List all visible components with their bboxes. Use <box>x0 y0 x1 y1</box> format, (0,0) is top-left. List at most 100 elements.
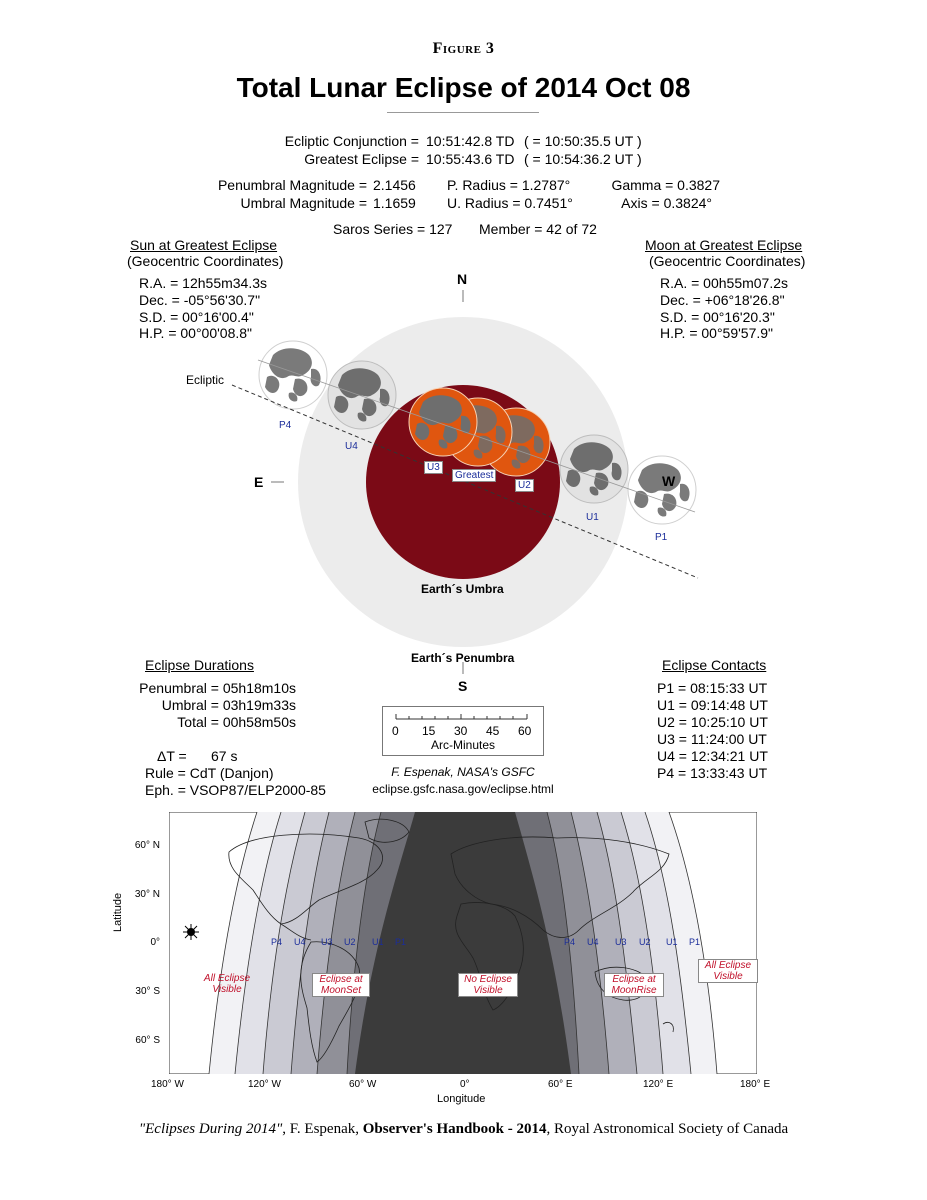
lat-tick-60n: 60° N <box>134 840 160 851</box>
scale-tick-45: 45 <box>486 724 500 738</box>
footer-handbook: Observer's Handbook - 2014 <box>362 1121 547 1137</box>
contact-u1-label: U1 <box>586 512 599 523</box>
moon-u3 <box>408 387 478 457</box>
map-xlabel: Longitude <box>437 1093 486 1105</box>
contact-u3-time: U3 = 11:24:00 UT <box>657 731 767 747</box>
contact-u4-time: U4 = 12:34:21 UT <box>657 748 768 764</box>
contact-u1-time: U1 = 09:14:48 UT <box>657 697 768 713</box>
map-east-p4: P4 <box>564 937 576 947</box>
greatest-ut: ( = 10:54:36.2 UT ) <box>524 151 642 167</box>
duration-umbral: Umbral = 03h19m33s <box>161 697 296 713</box>
penumbral-magnitude-value: 2.1456 <box>373 177 416 193</box>
contact-u2-time: U2 = 10:25:10 UT <box>657 714 768 730</box>
delta-t-value: 67 s <box>211 748 238 764</box>
south-label: S <box>458 678 468 694</box>
lat-tick-30n: 30° N <box>134 889 160 900</box>
footer-author: , F. Espenak, <box>282 1121 363 1137</box>
contact-u3-label: U3 <box>424 461 443 474</box>
conjunction-label: Ecliptic Conjunction = <box>284 133 419 149</box>
map-west-u3: U3 <box>321 937 333 947</box>
west-label: W <box>662 473 676 489</box>
lon-tick-180w: 180° W <box>151 1079 184 1090</box>
scale-label: Arc-Minutes <box>430 738 495 752</box>
sun-heading: Sun at Greatest Eclipse <box>130 237 278 253</box>
contact-u4-label: U4 <box>345 441 358 452</box>
map-west-u1: U1 <box>372 937 384 947</box>
ephemeris-line: Eph. = VSOP87/ELP2000-85 <box>145 782 326 798</box>
duration-total: Total = 00h58m50s <box>177 714 296 730</box>
saros-member: Member = 42 of 72 <box>479 221 597 237</box>
footer-society: , Royal Astronomical Society of Canada <box>546 1121 789 1137</box>
contact-p1-label: P1 <box>655 532 668 543</box>
sun-sd: S.D. = 00°16'00.4" <box>139 309 254 325</box>
sun-ra: R.A. = 12h55m34.3s <box>139 275 268 291</box>
lon-tick-120e: 120° E <box>643 1079 674 1090</box>
gamma: Gamma = 0.3827 <box>611 177 720 193</box>
moon-heading: Moon at Greatest Eclipse <box>645 237 803 253</box>
scale-tick-0: 0 <box>392 724 399 738</box>
sun-hp: H.P. = 00°00'08.8" <box>139 325 253 341</box>
rule-line: Rule = CdT (Danjon) <box>145 765 274 781</box>
umbral-magnitude-value: 1.1659 <box>373 195 416 211</box>
lon-tick-0: 0° <box>460 1079 470 1090</box>
greatest-td: 10:55:43.6 TD <box>426 151 515 167</box>
moon-u1 <box>559 434 629 504</box>
contact-u2-label: U2 <box>515 479 534 492</box>
u-radius: U. Radius = 0.7451° <box>447 195 573 211</box>
lat-tick-30s: 30° S <box>135 986 160 997</box>
p-radius: P. Radius = 1.2787° <box>447 177 571 193</box>
visibility-map <box>169 812 757 1074</box>
contact-p1-time: P1 = 08:15:33 UT <box>657 680 768 696</box>
moon-hp: H.P. = 00°59'57.9" <box>660 325 774 341</box>
ecliptic-label: Ecliptic <box>186 373 225 387</box>
contact-p4-label: P4 <box>279 420 292 431</box>
duration-penumbral: Penumbral = 05h18m10s <box>139 680 296 696</box>
map-east-p1: P1 <box>689 937 701 947</box>
penumbral-magnitude-label: Penumbral Magnitude = <box>217 177 367 193</box>
moon-u4 <box>327 360 397 430</box>
scale-tick-15: 15 <box>422 724 436 738</box>
sun-dec: Dec. = -05°56'30.7" <box>139 292 261 308</box>
contacts-heading: Eclipse Contacts <box>662 657 767 673</box>
map-east-u3: U3 <box>615 937 627 947</box>
lat-tick-0: 0° <box>150 937 160 948</box>
lon-tick-180e: 180° E <box>740 1079 771 1090</box>
credit-author: F. Espenak, NASA's GSFC <box>391 765 535 779</box>
moon-sd: S.D. = 00°16'20.3" <box>660 309 775 325</box>
axis: Axis = 0.3824° <box>621 195 712 211</box>
lon-tick-60e: 60° E <box>548 1079 573 1090</box>
page-title: Total Lunar Eclipse of 2014 Oct 08 <box>236 72 691 103</box>
footer-book: "Eclipses During 2014" <box>138 1121 283 1137</box>
east-label: E <box>254 474 264 490</box>
map-east-u4: U4 <box>587 937 599 947</box>
delta-t-label: ΔT = <box>157 748 187 764</box>
north-label: N <box>457 271 468 287</box>
map-west-u2: U2 <box>344 937 356 947</box>
scale-ruler <box>395 714 528 720</box>
map-east-u1: U1 <box>666 937 678 947</box>
saros-series: Saros Series = 127 <box>333 221 453 237</box>
conjunction-td: 10:51:42.8 TD <box>426 133 515 149</box>
eclipse-path-diagram <box>231 290 699 674</box>
map-east-u2: U2 <box>639 937 651 947</box>
umbral-magnitude-label: Umbral Magnitude = <box>240 195 367 211</box>
scale-tick-30: 30 <box>454 724 468 738</box>
title-underline <box>387 112 539 113</box>
moon-p1 <box>627 455 697 525</box>
footer-citation: "Eclipses During 2014", F. Espenak, Obse… <box>0 1121 927 1138</box>
credit-url: eclipse.gsfc.nasa.gov/eclipse.html <box>372 782 554 796</box>
lat-tick-60s: 60° S <box>135 1035 160 1046</box>
moon-path-line <box>257 359 696 513</box>
durations-heading: Eclipse Durations <box>145 657 254 673</box>
subsolar-point-icon <box>183 924 199 940</box>
figure-number: Figure 3 <box>432 40 495 57</box>
lon-tick-120w: 120° W <box>248 1079 281 1090</box>
contact-p4-time: P4 = 13:33:43 UT <box>657 765 768 781</box>
scale-tick-60: 60 <box>518 724 532 738</box>
lon-tick-60w: 60° W <box>349 1079 377 1090</box>
